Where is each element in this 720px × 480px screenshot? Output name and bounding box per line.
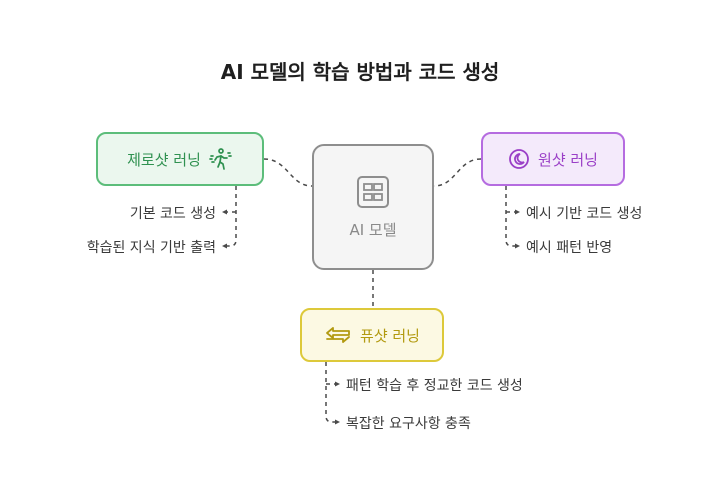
swap-arrows-icon: [324, 325, 352, 345]
zero-shot-item-1: 기본 코드 생성: [129, 206, 216, 222]
crescent-moon-icon: [508, 148, 530, 170]
connector-zero-center: [263, 158, 313, 187]
diagram-title: AI 모델의 학습 방법과 코드 생성: [220, 60, 500, 84]
zero-shot-item-2: 학습된 지식 기반 출력: [86, 240, 216, 256]
one-shot-item-2: 예시 패턴 반영: [526, 240, 613, 256]
center-node-label: AI 모델: [349, 220, 397, 239]
one-shot-item-1: 예시 기반 코드 생성: [526, 206, 643, 222]
running-person-icon: [209, 147, 233, 171]
zero-shot-node: 제로샷 러닝: [96, 132, 264, 186]
zero-shot-label: 제로샷 러닝: [127, 150, 201, 169]
one-shot-node: 원샷 러닝: [481, 132, 625, 186]
few-shot-item-1: 패턴 학습 후 정교한 코드 생성: [346, 378, 523, 394]
few-shot-node: 퓨샷 러닝: [300, 308, 444, 362]
few-shot-label: 퓨샷 러닝: [360, 326, 420, 345]
connector-one-leaf-2: [505, 186, 520, 247]
one-shot-label: 원샷 러닝: [538, 150, 598, 169]
grid-table-icon: [356, 175, 390, 209]
connector-one-center: [433, 158, 482, 187]
few-shot-item-2: 복잡한 요구사항 충족: [346, 416, 471, 432]
connector-zero-leaf-2: [222, 186, 237, 247]
connector-few-leaf-2: [325, 362, 340, 423]
center-node-ai-model: AI 모델: [312, 144, 434, 270]
